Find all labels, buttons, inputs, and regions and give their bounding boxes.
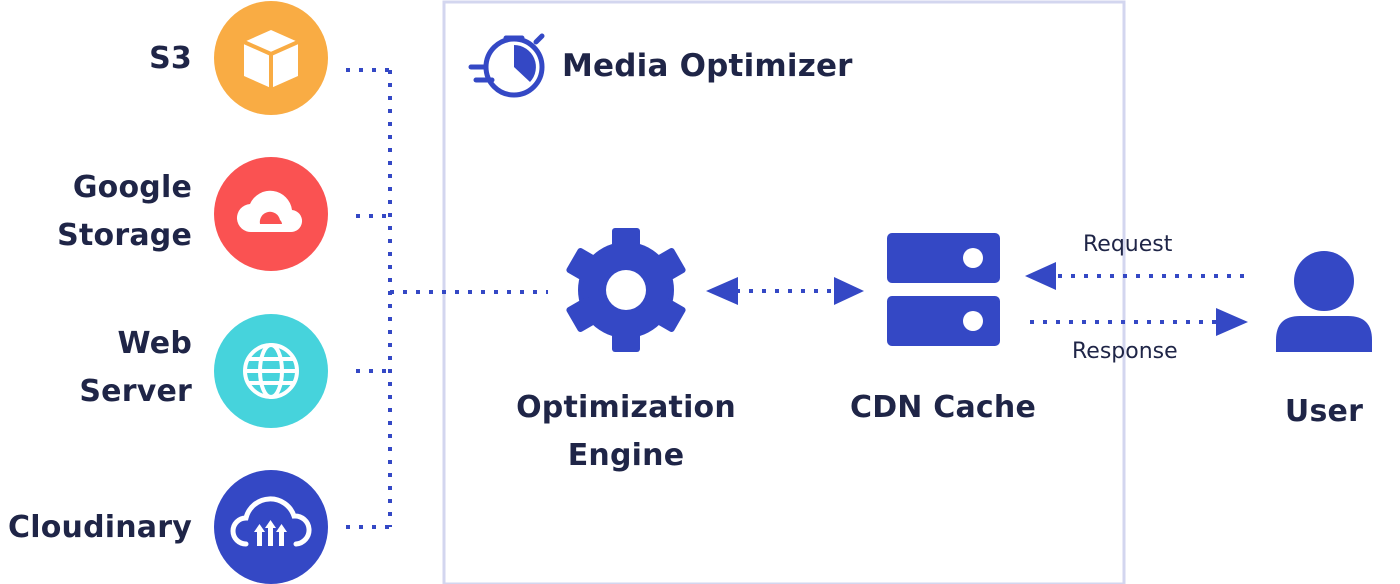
s3-icon [214, 1, 328, 115]
source-label-cloudinary: Cloudinary [8, 510, 192, 545]
source-label-s3: S3 [149, 41, 192, 76]
source-label-google-storage-line2: Storage [57, 218, 192, 253]
source-label-web-server-line1: Web [117, 326, 192, 361]
user-icon [1276, 251, 1372, 352]
source-label-google-storage-line1: Google [72, 170, 192, 205]
user-label: User [1284, 394, 1364, 429]
source-label-web-server-line2: Server [79, 374, 192, 409]
cdn-label: CDN Cache [849, 390, 1037, 425]
page-title: Media Optimizer [562, 48, 853, 84]
gear-icon [566, 228, 686, 352]
engine-cdn-arrow [706, 277, 864, 305]
server-icon [887, 233, 1000, 346]
response-label: Response [1072, 339, 1178, 364]
clock-speed-icon [468, 33, 545, 98]
source-connectors [346, 68, 548, 529]
request-label: Request [1083, 232, 1173, 257]
response-arrow [1030, 308, 1248, 336]
globe-icon [214, 314, 328, 428]
cloud-upload-icon [214, 470, 328, 584]
media-optimizer-frame [442, 0, 1126, 584]
cloud-icon [214, 157, 328, 271]
request-arrow [1025, 262, 1246, 290]
engine-label-line1: Optimization [516, 390, 736, 425]
engine-label-line2: Engine [567, 438, 685, 473]
